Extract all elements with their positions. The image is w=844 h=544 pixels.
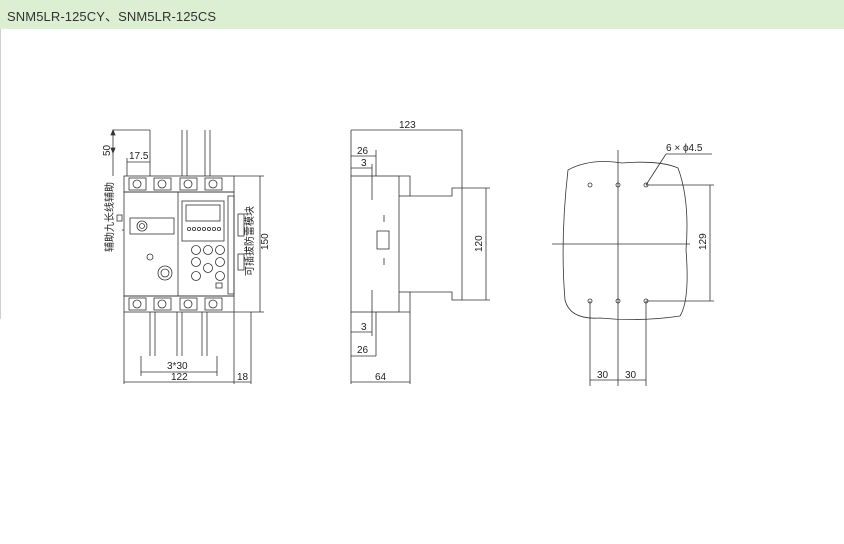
- page-title: SNM5LR-125CY、SNM5LR-125CS: [7, 9, 217, 24]
- dim-side-lower-small: 3: [361, 322, 367, 333]
- dim-side-bottom: 64: [375, 372, 387, 383]
- left-divider: [0, 29, 1, 319]
- dim-front-side: 18: [237, 372, 249, 383]
- dim-side-height: 120: [474, 235, 485, 252]
- dim-front-top: 50: [102, 144, 113, 156]
- dim-front-width: 122: [171, 372, 188, 383]
- dim-mount-spacing-b: 30: [625, 370, 637, 381]
- side-view: [350, 129, 490, 384]
- front-view: [110, 128, 264, 384]
- dim-side-upper-offset: 26: [357, 146, 369, 157]
- dim-side-top: 123: [399, 120, 416, 131]
- label-module-right: 可插拔防雷模块: [243, 206, 256, 276]
- header-bar: SNM5LR-125CY、SNM5LR-125CS: [0, 0, 844, 29]
- dim-mount-height: 129: [698, 233, 709, 250]
- dim-mount-spacing-a: 30: [597, 370, 609, 381]
- dim-front-pitch: 3*30: [167, 361, 188, 372]
- dim-side-upper-small: 3: [361, 158, 367, 169]
- label-aux-left: 辅助九长线辅助: [103, 182, 116, 252]
- dim-side-lower-offset: 26: [357, 345, 369, 356]
- mount-view: [552, 150, 714, 386]
- dim-mount-holes: 6 × ϕ4.5: [666, 143, 703, 154]
- dim-front-top-offset: 17.5: [129, 151, 149, 162]
- dim-front-height: 150: [260, 233, 271, 250]
